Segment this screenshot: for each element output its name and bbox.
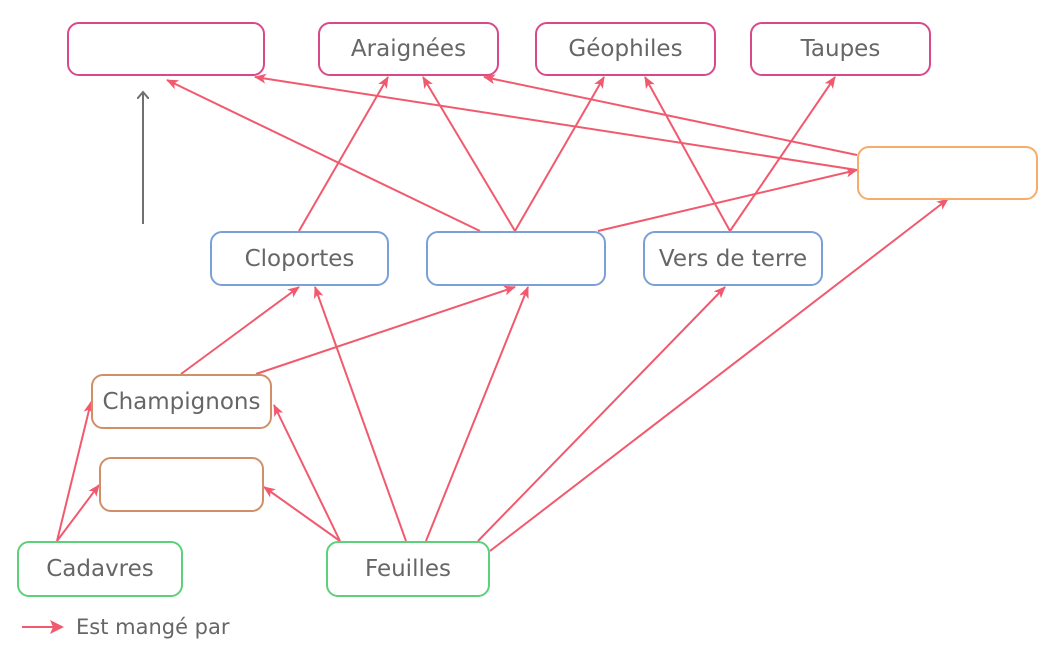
legend-label: Est mangé par [76,615,230,639]
node-vers-de-terre: Vers de terre [643,231,823,286]
node-label: Taupes [800,36,881,62]
food-arrow-feuilles-to-mid_blank [425,286,529,542]
legend-arrow-icon [22,620,64,634]
food-arrow-feuilles-to-vers [477,286,726,542]
node-label: Champignons [102,388,261,415]
node-label: Vers de terre [658,245,808,272]
legend: Est mangé par [20,612,230,642]
food-arrow-feuilles-to-blank_brown [263,486,341,542]
food-arrow-vers-to-geophiles [644,76,731,232]
node-top-left-blank [67,22,265,76]
food-arrow-mid_blank-to-top_left [166,79,481,232]
food-arrow-feuilles-to-cloportes [314,286,407,542]
node-araignees: Araignées [318,22,499,76]
node-feuilles: Feuilles [326,541,490,597]
food-arrow-cloportes-to-araignees [298,76,389,232]
node-cadavres: Cadavres [17,541,183,597]
node-cloportes: Cloportes [210,231,389,286]
food-arrow-champignons-to-cloportes [180,286,300,375]
food-arrow-right_orange-to-araignees [483,74,858,156]
node-lower-brown-blank [99,457,264,512]
node-middle-blank [426,231,606,286]
food-arrow-feuilles-to-champignons [273,404,341,542]
node-label: Cloportes [244,245,355,272]
node-geophiles: Géophiles [535,22,716,76]
node-label: Cadavres [46,556,154,582]
food-arrow-mid_blank-to-right_orange [597,167,858,232]
food-arrow-vers-to-taupes [729,76,836,232]
food-arrow-cadavres-to-blank_brown [56,484,100,542]
node-label: Feuilles [364,556,451,582]
food-arrow-champignons-to-mid_blank [255,285,516,375]
node-champignons: Champignons [91,374,272,429]
node-label: Araignées [350,36,467,62]
node-taupes: Taupes [750,22,931,76]
food-arrow-right_orange-to-top_left [254,73,858,171]
node-right-orange-blank [857,146,1038,200]
food-arrow-cadavres-to-champignons [56,401,94,542]
food-arrow-feuilles-to-right_orange [489,198,949,552]
food-arrow-mid_blank-to-araignees [422,76,516,232]
food-arrow-mid_blank-to-geophiles [514,76,605,232]
node-label: Géophiles [568,36,683,62]
